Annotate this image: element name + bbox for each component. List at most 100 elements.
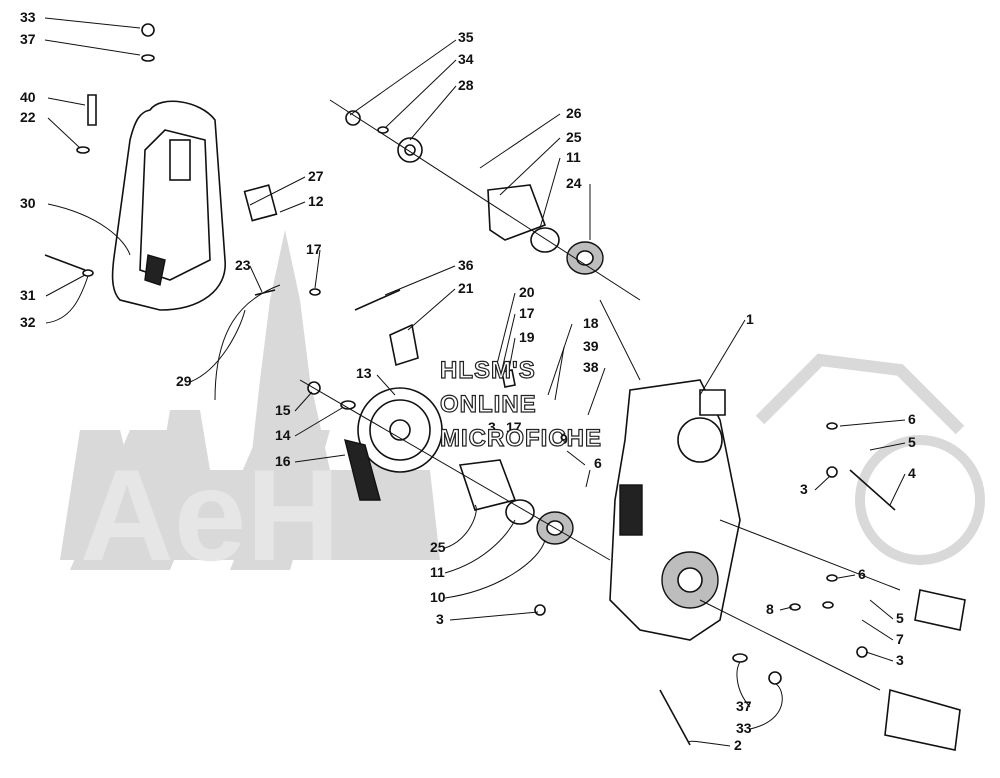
housing-upper-bore (677, 417, 723, 463)
callout-23: 23 (235, 257, 251, 273)
washer-6-lower (826, 574, 838, 582)
watermark-line-1: HLSM'S (440, 357, 536, 384)
callout-11-upper: 11 (566, 149, 581, 165)
callout-33-lower: 33 (736, 720, 752, 736)
callout-35: 35 (458, 29, 474, 45)
chain-tensioner-wire (214, 284, 281, 401)
upper-sprocket-hub (404, 144, 416, 156)
nut-33-lower (768, 671, 782, 685)
upper-washer (377, 126, 389, 134)
callout-26: 26 (566, 105, 582, 121)
tensioner-pin (254, 289, 276, 296)
callout-11-lower: 11 (430, 564, 445, 580)
callout-1: 1 (746, 311, 754, 327)
nut-3-bottom (856, 646, 868, 658)
callout-5-lower: 5 (896, 610, 904, 626)
upper-axis-line (329, 99, 641, 301)
housing-gasket-strip (619, 484, 643, 536)
dipstick-washer (76, 146, 90, 154)
callout-4: 4 (908, 465, 916, 481)
callout-3-bottom: 3 (896, 652, 904, 668)
callout-22: 22 (20, 109, 36, 125)
callout-30: 30 (20, 195, 36, 211)
callout-15: 15 (275, 402, 291, 418)
cover-bolt-left (44, 254, 86, 271)
callout-20: 20 (519, 284, 535, 300)
callout-19: 19 (519, 329, 535, 345)
bolt-2 (659, 689, 691, 746)
callout-25-upper: 25 (566, 129, 582, 145)
watermark-line-3: MICROFICHE (440, 425, 602, 452)
cover-washer-top (141, 54, 155, 62)
callout-36: 36 (458, 257, 474, 273)
tensioner-spring-bolt (354, 289, 401, 311)
callout-37: 37 (20, 31, 36, 47)
callout-37-lower: 37 (736, 698, 752, 714)
dipstick-plug (87, 94, 97, 126)
housing-lower-bore (677, 567, 703, 593)
upper-shaft-components (329, 99, 641, 301)
callout-16: 16 (275, 453, 291, 469)
callout-9: 9 (560, 431, 568, 447)
gasket-27 (243, 184, 278, 222)
callout-32: 32 (20, 314, 36, 330)
cover-bolt-top (141, 23, 155, 37)
washer-6-right (826, 422, 838, 430)
watermark-graphic: AeH (60, 230, 985, 588)
callout-21: 21 (458, 280, 474, 296)
callout-6-right: 6 (908, 411, 916, 427)
watermark-motorcycle-frame (755, 353, 965, 435)
cover-window (144, 254, 166, 286)
watermark-logo-text: AeH (80, 442, 340, 588)
cover-label-plate (169, 139, 191, 181)
callout-labels: 33 37 40 22 30 31 32 35 34 28 26 25 11 2… (20, 9, 916, 753)
bearing-upper-bore (576, 250, 594, 266)
tensioner-block (389, 323, 419, 367)
output-shaft-lower (884, 688, 961, 751)
upper-nut (345, 110, 361, 126)
chaincase-housing (599, 299, 966, 751)
bearing-retainer-upper (487, 184, 547, 241)
callout-3-right: 3 (800, 481, 808, 497)
callout-28: 28 (458, 77, 474, 93)
watermark-text: HLSM'S ONLINE MICROFICHE (439, 356, 602, 452)
callout-25-lower: 25 (430, 539, 446, 555)
callout-13: 13 (356, 365, 372, 381)
washer-6-lower-b (822, 601, 834, 609)
drive-chain-16 (344, 439, 381, 501)
chaincase-cover-assembly (44, 23, 281, 401)
callout-17-lower: 17 (506, 419, 522, 435)
lower-shaft-components (299, 379, 611, 616)
lower-sprocket-hub (389, 419, 411, 441)
watermark-wheel (855, 435, 985, 565)
snap-ring-upper (530, 227, 560, 253)
callout-7: 7 (896, 631, 904, 647)
bolt-4 (849, 469, 896, 511)
callout-39: 39 (583, 338, 599, 354)
callout-6-lower: 6 (858, 566, 866, 582)
housing-axis-lower (699, 599, 881, 691)
callout-14: 14 (275, 427, 291, 443)
callout-10: 10 (430, 589, 446, 605)
leader-lines (44, 17, 906, 747)
tensioner-washer (309, 288, 321, 296)
callout-2: 2 (734, 737, 742, 753)
callout-34: 34 (458, 51, 474, 67)
callout-29: 29 (176, 373, 192, 389)
washer-37-lower (732, 653, 748, 663)
housing-axis-right (719, 519, 901, 591)
watermark-line-2: ONLINE (440, 391, 537, 418)
callout-5-upper: 5 (908, 434, 916, 450)
output-shaft-upper (914, 589, 966, 631)
callout-3-center: 3 (488, 419, 496, 435)
callout-33: 33 (20, 9, 36, 25)
callout-17-upper: 17 (306, 241, 322, 257)
callout-8: 8 (766, 601, 774, 617)
nut-3-right (826, 466, 838, 478)
bearing-retainer-lower (458, 459, 517, 511)
callout-40: 40 (20, 89, 36, 105)
callout-27: 27 (308, 168, 324, 184)
callout-38: 38 (583, 359, 599, 375)
